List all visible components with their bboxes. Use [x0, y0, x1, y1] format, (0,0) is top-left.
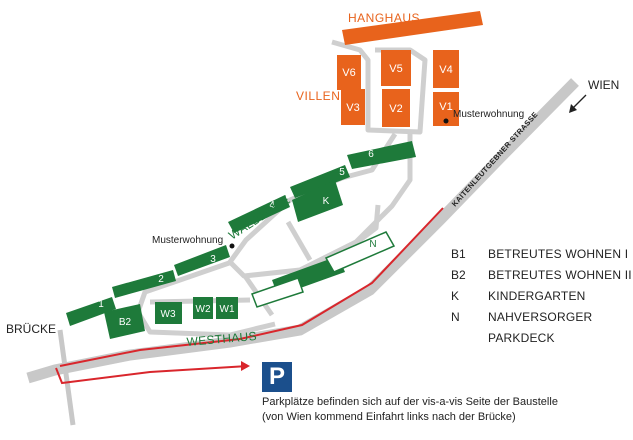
legend-row: B1 BETREUTES WOHNEN I	[451, 244, 629, 265]
legend-code: B1	[451, 247, 466, 261]
legend-code: N	[451, 310, 460, 324]
villa-v3-label: V3	[346, 102, 359, 114]
parking-note: Parkplätze befinden sich auf der vis-a-v…	[262, 395, 628, 425]
legend-name: BETREUTES WOHNEN II	[488, 268, 632, 282]
waldzeile-5-label: 5	[339, 167, 345, 178]
legend-name: KINDERGARTEN	[488, 289, 586, 303]
villa-v6-label: V6	[342, 67, 355, 79]
villa-v4	[433, 50, 459, 88]
waldzeile-building-6	[347, 141, 416, 169]
building-n-label: N	[369, 239, 376, 250]
villa-v3	[341, 89, 365, 125]
building-w3	[155, 302, 182, 324]
building-b2	[104, 304, 145, 339]
villa-v5	[381, 50, 411, 86]
wien-label: WIEN	[588, 78, 619, 92]
legend-name: NAHVERSORGER	[488, 310, 593, 324]
waldzeile-1-label: 1	[98, 299, 104, 310]
legend-name: BETREUTES WOHNEN I	[488, 247, 629, 261]
building-w3-label: W3	[161, 309, 176, 320]
legend-name: PARKDECK	[488, 331, 555, 345]
show-flat-marker-waldzeile	[229, 243, 235, 249]
building-b1-parkdeck	[251, 277, 304, 308]
waldzeile-3-label: 3	[210, 254, 216, 265]
arrow-to-parking	[241, 361, 250, 371]
hanghaus-building	[342, 11, 483, 45]
bridge-post-left	[57, 329, 76, 426]
legend-code: K	[451, 289, 460, 303]
access-route	[59, 207, 444, 367]
building-b1-label: B1	[284, 284, 297, 295]
hanghaus-label: HANGHAUS	[348, 11, 420, 25]
legend-row: N NAHVERSORGER	[451, 307, 629, 328]
kindergarten-building	[292, 180, 343, 222]
villen-label: VILLEN	[296, 89, 340, 103]
villa-v6	[337, 55, 361, 90]
waldzeile-2-label: 2	[158, 274, 164, 285]
waldzeile-label: WALDZEILE	[226, 192, 293, 242]
map-legend: B1 BETREUTES WOHNEN I B2 BETREUTES WOHNEN …	[451, 244, 632, 349]
wien-arrow-line	[571, 94, 587, 110]
villa-v2-label: V2	[389, 103, 402, 115]
parking-note-line-2: (von Wien kommend Einfahrt links nach de…	[262, 411, 516, 423]
building-n	[324, 231, 396, 273]
legend-row: K KINDERGARTEN	[451, 286, 629, 307]
waldzeile-6-label: 6	[368, 149, 374, 160]
building-b2-label: B2	[119, 317, 132, 328]
building-w2-label: W2	[196, 304, 211, 315]
bruecke-label: BRÜCKE	[6, 322, 56, 336]
show-flat-marker-villen	[443, 118, 449, 124]
parking-note-line-1: Parkplätze befinden sich auf der vis-a-v…	[262, 396, 558, 408]
show-flat-label-villen: Musterwohnung	[453, 109, 524, 120]
kindergarten-label: K	[323, 196, 330, 207]
waldzeile-building-5	[290, 165, 350, 198]
show-flat-label-waldzeile: Musterwohnung	[152, 235, 223, 246]
waldzeile-building-3	[174, 245, 230, 276]
access-route-to-parking	[55, 365, 249, 385]
villa-v5-label: V5	[389, 63, 402, 75]
villa-v1-label: V1	[439, 101, 452, 113]
waldzeile-building-4	[228, 195, 290, 233]
building-w1-label: W1	[220, 304, 235, 315]
highway-road	[26, 78, 579, 384]
building-w1	[216, 297, 238, 319]
villa-v2	[382, 89, 410, 127]
street-label: KAITENLEUTGEBNER STRASSE	[450, 110, 540, 208]
westhaus-label: WESTHAUS	[186, 329, 257, 349]
building-w2	[193, 297, 213, 319]
villa-v4-label: V4	[439, 64, 452, 76]
legend-code: B2	[451, 268, 466, 282]
waldzeile-building-1	[66, 297, 116, 326]
legend-row: B2 BETREUTES WOHNEN II	[451, 265, 632, 286]
waldzeile-4-label: 4	[269, 200, 275, 211]
legend-row: PARKDECK	[451, 328, 629, 349]
waldzeile-building-2	[112, 270, 176, 298]
parking-icon: P	[262, 362, 292, 392]
wien-arrow-icon	[569, 104, 577, 113]
